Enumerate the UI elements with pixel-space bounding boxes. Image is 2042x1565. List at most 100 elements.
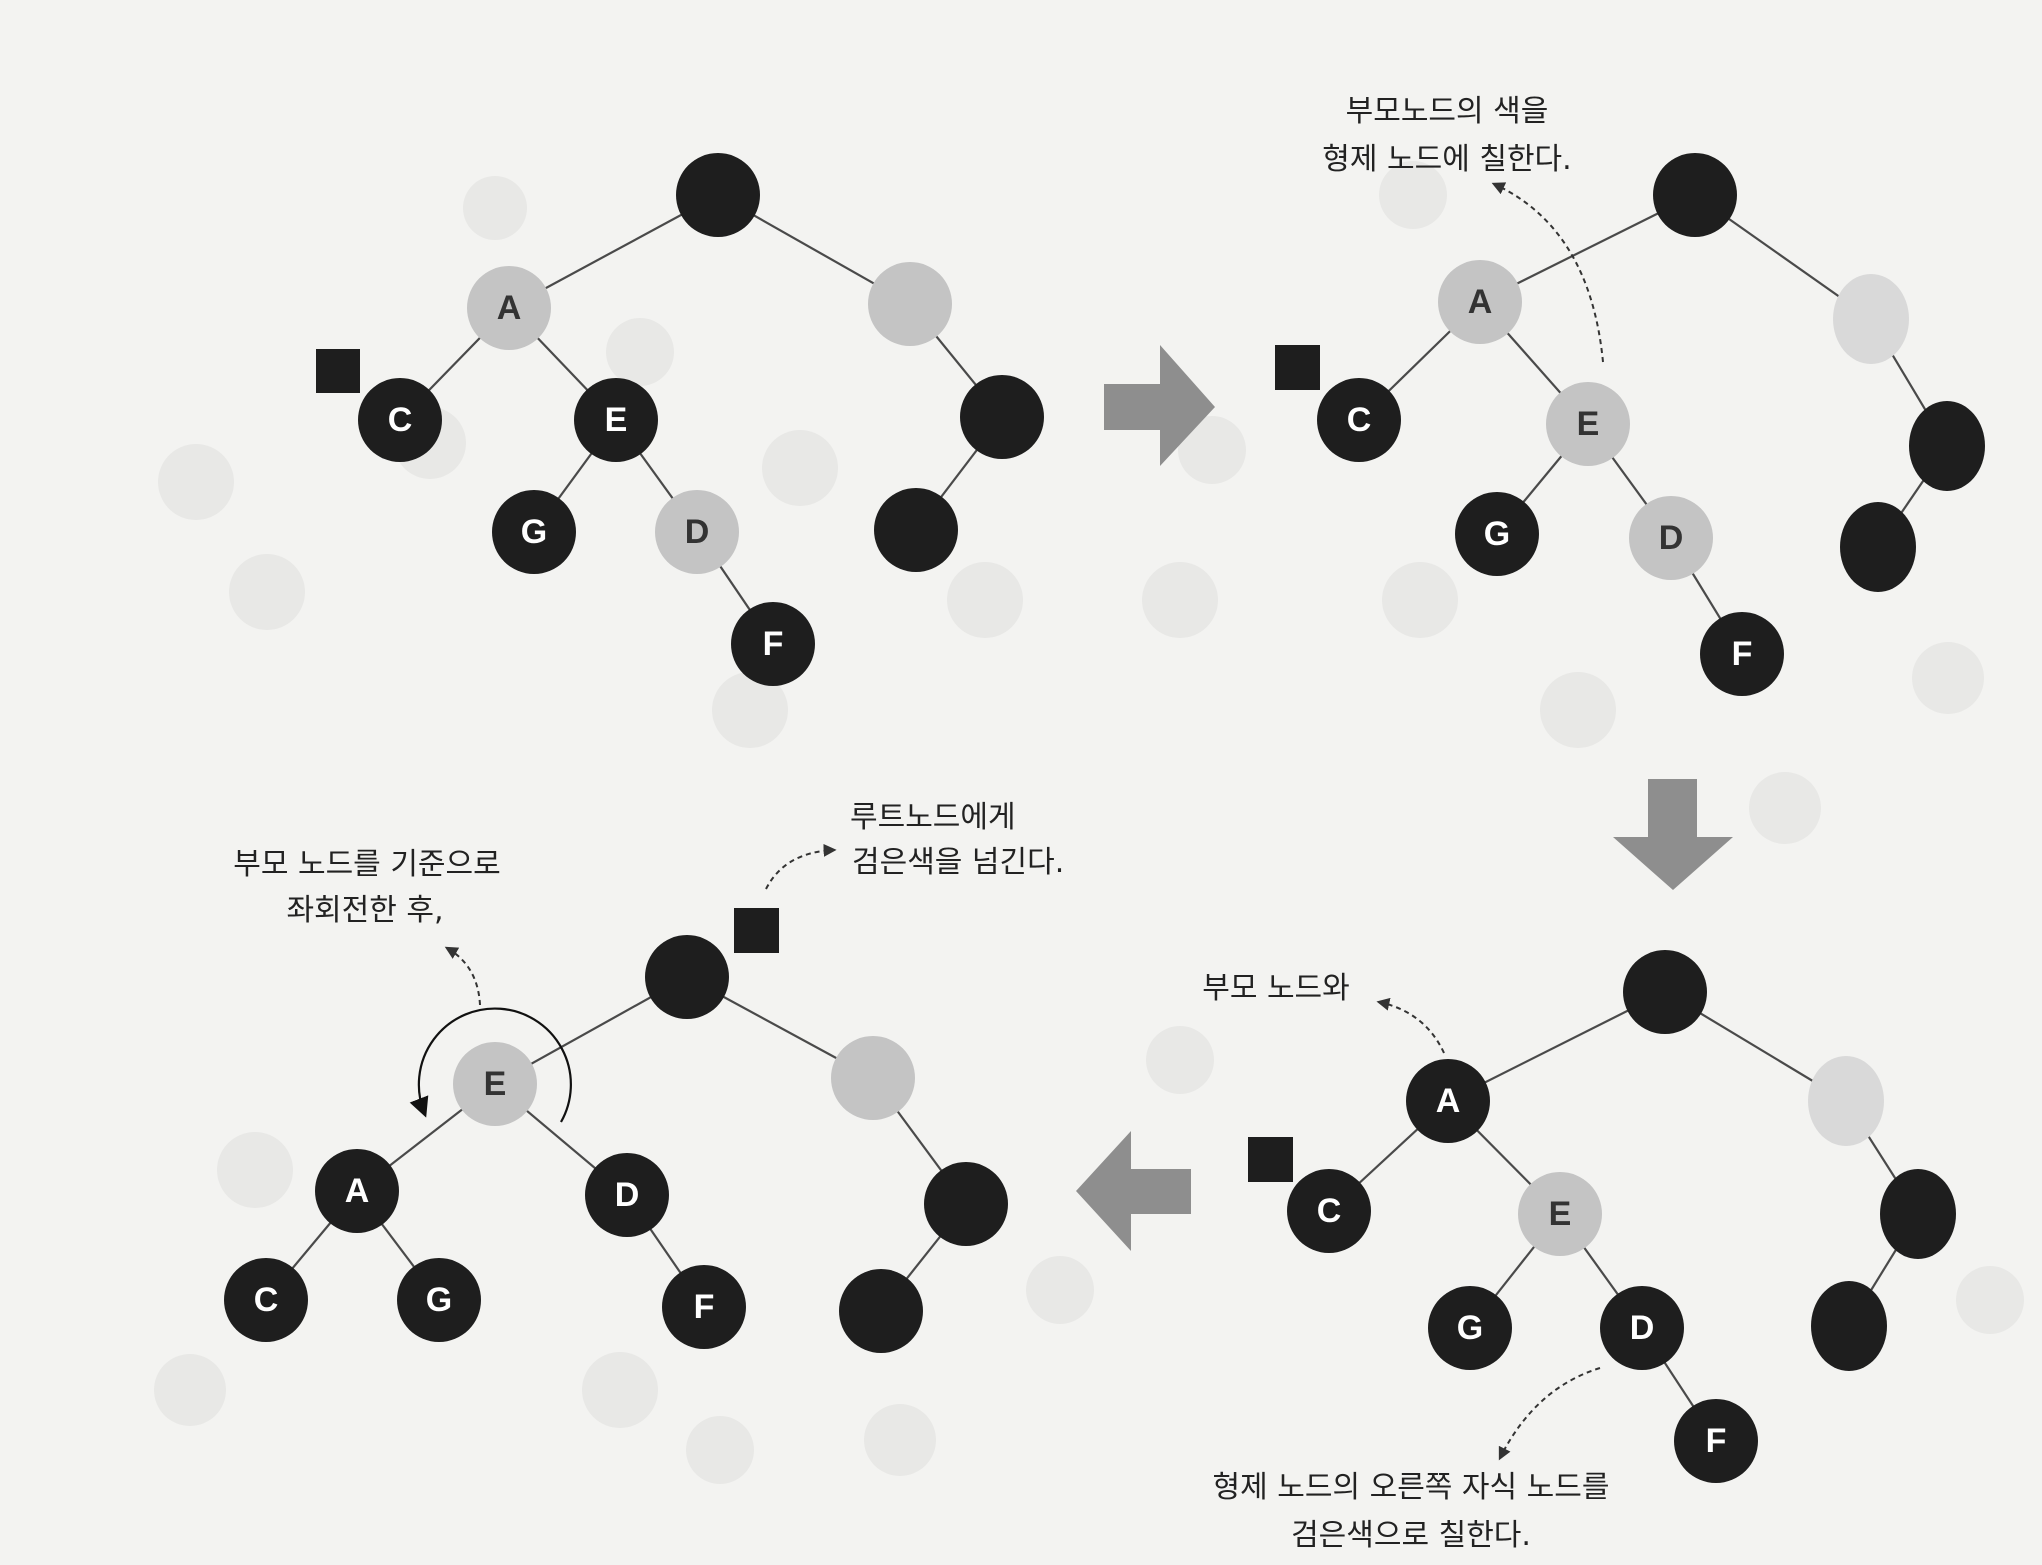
dashed-arrow [1498, 1367, 1601, 1461]
step-arrow-left [1076, 1131, 1191, 1251]
root-node [1623, 950, 1707, 1034]
node-c: C [358, 378, 442, 462]
extra-black-marker [1275, 345, 1320, 390]
node-e: E [574, 378, 658, 462]
background-dot [1382, 562, 1458, 638]
node-a: A [1406, 1059, 1490, 1143]
node-f: F [1700, 612, 1784, 696]
background-dot [1956, 1266, 2024, 1334]
extra-black-marker [1248, 1137, 1293, 1182]
annotation-line: 형제 노드에 칠한다. [1322, 142, 1571, 177]
tree-edges [265, 976, 967, 1312]
rotation-arc-arrow [409, 1007, 572, 1123]
node-label: C [1317, 1192, 1342, 1230]
node-label: A [345, 1172, 370, 1210]
dashed-arrow [1491, 182, 1604, 363]
annotation-root: 루트노드에게 검은색을 넘긴다. [765, 800, 1064, 890]
root-node [1653, 153, 1737, 237]
annotation-line: 부모 노드와 [1202, 971, 1350, 1006]
sibling-node [868, 262, 952, 346]
background-dot [158, 444, 234, 520]
sibling-grandchild-node [1811, 1281, 1887, 1371]
background-dot [762, 430, 838, 506]
node-g: G [1455, 492, 1539, 576]
background-dot [229, 554, 305, 630]
node-d: D [1629, 496, 1713, 580]
node-e: E [453, 1042, 537, 1126]
node-label: C [254, 1281, 279, 1319]
node-label: C [388, 401, 413, 439]
annotation-recolor-sibling: 부모노드의 색을 형제 노드에 칠한다. [1322, 94, 1604, 363]
background-dot [582, 1352, 658, 1428]
background-dot [154, 1354, 226, 1426]
extra-black-marker [734, 908, 779, 953]
node-e: E [1518, 1172, 1602, 1256]
dashed-arrow [765, 843, 837, 890]
background-dot [712, 672, 788, 748]
root-node [676, 153, 760, 237]
node-f: F [662, 1265, 746, 1349]
node-label: D [615, 1176, 640, 1214]
node-label: A [497, 289, 522, 327]
tree-step-3: A C E G D F 부모 노드와 형제 노드의 오른쪽 자식 노드를 검은색… [1202, 950, 1956, 1553]
node-a: A [315, 1149, 399, 1233]
node-a: A [1438, 260, 1522, 344]
background-pattern [154, 161, 2024, 1484]
background-dot [1026, 1256, 1094, 1324]
node-label: A [1436, 1082, 1461, 1120]
sibling-grandchild-node [874, 488, 958, 572]
tree-step-2: A C E G D F 부모노드의 색을 형제 노드에 칠한다. [1275, 94, 1985, 696]
node-label: E [484, 1065, 507, 1103]
background-dot [463, 176, 527, 240]
background-dot [1912, 642, 1984, 714]
annotation-line: 검은색으로 칠한다. [1291, 1518, 1531, 1553]
background-dot [1178, 416, 1246, 484]
background-dot [686, 1416, 754, 1484]
root-node [645, 935, 729, 1019]
background-dot [864, 1404, 936, 1476]
node-d: D [585, 1153, 669, 1237]
sibling-grandchild-node [839, 1269, 923, 1353]
sibling-child-node [1909, 401, 1985, 491]
node-g: G [492, 490, 576, 574]
node-label: G [426, 1281, 452, 1319]
tree-edges [1328, 991, 1919, 1442]
background-dot [606, 318, 674, 386]
background-dot [1749, 772, 1821, 844]
node-label: G [1457, 1309, 1483, 1347]
node-label: D [1630, 1309, 1655, 1347]
annotation-rotate: 부모 노드를 기준으로 좌회전한 후, [233, 847, 501, 1006]
background-dot [217, 1132, 293, 1208]
background-dot [1146, 1026, 1214, 1094]
node-label: F [1706, 1422, 1727, 1460]
node-label: E [1577, 405, 1600, 443]
node-label: G [1484, 515, 1510, 553]
sibling-grandchild-node [1840, 502, 1916, 592]
node-d: D [655, 490, 739, 574]
node-label: E [605, 401, 628, 439]
node-label: D [685, 513, 710, 551]
node-d: D [1600, 1286, 1684, 1370]
node-label: D [1659, 519, 1684, 557]
node-f: F [731, 602, 815, 686]
node-g: G [1428, 1286, 1512, 1370]
annotation-line: 부모 노드를 기준으로 [233, 847, 500, 882]
extra-black-marker [316, 349, 360, 393]
sibling-child-node [1880, 1169, 1956, 1259]
annotation-sibling-child: 형제 노드의 오른쪽 자식 노드를 검은색으로 칠한다. [1213, 1367, 1609, 1553]
annotation-line: 좌회전한 후, [286, 893, 443, 928]
annotation-parent: 부모 노드와 [1202, 971, 1445, 1054]
sibling-child-node [960, 375, 1044, 459]
node-label: C [1347, 401, 1372, 439]
sibling-child-node [924, 1162, 1008, 1246]
background-dot [947, 562, 1023, 638]
annotation-line: 검은색을 넘긴다. [852, 845, 1064, 880]
dashed-arrow [1376, 997, 1445, 1054]
background-dot [1142, 562, 1218, 638]
sibling-node [831, 1036, 915, 1120]
node-label: A [1468, 283, 1493, 321]
node-c: C [224, 1258, 308, 1342]
sibling-node [1833, 274, 1909, 364]
tree-step-4: E A D C G F 부모 노드를 기준으로 좌회전한 후, 루트노드에게 검… [224, 800, 1064, 1353]
node-label: F [694, 1288, 715, 1326]
